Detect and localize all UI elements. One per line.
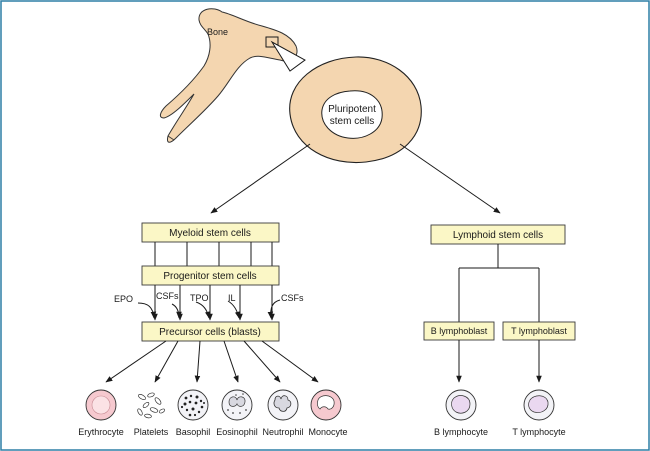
neutrophil-label: Neutrophil xyxy=(262,427,303,437)
precursor-label: Precursor cells (blasts) xyxy=(159,327,261,338)
precursor-box xyxy=(141,321,280,342)
erythrocyte-cell xyxy=(85,389,117,421)
arrow-to-basophil xyxy=(194,340,201,383)
arrow-to-lymphoid xyxy=(399,143,501,214)
monocyte-cell xyxy=(310,389,342,421)
monocyte-label: Monocyte xyxy=(308,427,347,437)
csfs-left-label: CSFs xyxy=(156,291,179,301)
magnify-square xyxy=(265,36,279,48)
t-lymphoblast-label: T lymphoblast xyxy=(511,326,567,336)
erythrocyte-label: Erythrocyte xyxy=(78,427,124,437)
csfs-right-label: CSFs xyxy=(281,293,304,303)
csfs-left-arrow xyxy=(171,303,182,319)
t-lymphocyte-label: T lymphocyte xyxy=(512,427,565,437)
eosinophil-cell xyxy=(221,389,253,421)
basophil-cell xyxy=(177,389,209,421)
csfs-right-arrow xyxy=(267,299,281,319)
epo-label: EPO xyxy=(114,294,133,304)
arrow-to-monocyte xyxy=(261,340,319,383)
epo-arrow xyxy=(137,302,157,319)
pluripotent-stem-cell xyxy=(289,56,422,164)
neutrophil-cell xyxy=(267,389,299,421)
myeloid-box xyxy=(141,222,280,243)
b-lymphocyte-label: B lymphocyte xyxy=(434,427,488,437)
pluripotent-label-line1: Pluripotent xyxy=(328,104,376,115)
bone-label: Bone xyxy=(207,27,228,37)
arrow-to-platelets xyxy=(154,340,179,383)
tpo-arrow xyxy=(195,301,211,319)
t-lymphocyte-cell xyxy=(523,389,555,421)
platelets-cell xyxy=(137,392,166,419)
magnify-cone xyxy=(270,40,306,72)
b-lymphocyte-cell xyxy=(445,389,477,421)
progenitor-label: Progenitor stem cells xyxy=(163,271,256,282)
arrow-to-eosinophil xyxy=(223,340,239,383)
tpo-label: TPO xyxy=(190,293,209,303)
arrow-to-myeloid xyxy=(210,143,311,214)
arrow-to-neutrophil xyxy=(243,340,281,383)
eosinophil-label: Eosinophil xyxy=(216,427,258,437)
platelets-label: Platelets xyxy=(134,427,169,437)
basophil-label: Basophil xyxy=(176,427,211,437)
il-arrow xyxy=(227,300,241,319)
arrow-to-erythrocyte xyxy=(105,340,167,383)
bone-illustration xyxy=(159,8,298,143)
pluripotent-label-line2: stem cells xyxy=(330,116,374,127)
b-lymphoblast-label: B lymphoblast xyxy=(431,326,488,336)
lymphoid-label: Lymphoid stem cells xyxy=(453,230,543,241)
myeloid-label: Myeloid stem cells xyxy=(169,228,251,239)
il-label: IL xyxy=(228,293,236,303)
